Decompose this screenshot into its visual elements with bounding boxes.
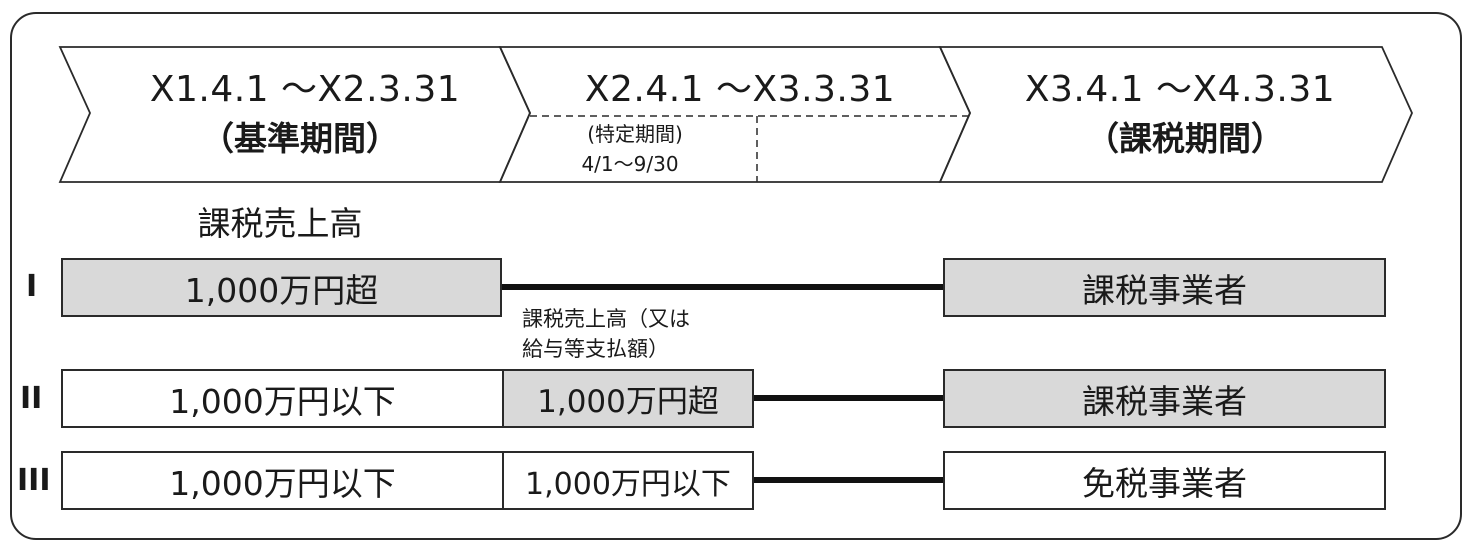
specific-sales-heading: 課税売上高（又は 給与等支払額）	[522, 304, 690, 364]
chevron-specific-year	[498, 46, 971, 183]
row-3-specific-sales: 1,000万円以下	[525, 466, 731, 502]
row-2-result: 課税事業者	[1082, 381, 1247, 421]
base-sales-heading: 課税売上高	[197, 204, 363, 243]
period-3-range: X3.4.1 〜X4.3.31	[1024, 69, 1336, 110]
row-2-specific-sales: 1,000万円超	[537, 384, 719, 420]
diagram-frame	[10, 12, 1462, 540]
row-2-label: II	[20, 381, 43, 416]
specific-sales-heading-line-1: 課税売上高（又は	[522, 307, 690, 331]
specific-sales-heading-line-2: 給与等支払額）	[522, 337, 669, 361]
row-2-result-box: 課税事業者	[943, 369, 1386, 428]
row-1-result-box: 課税事業者	[943, 258, 1386, 317]
period-2-range: X2.4.1 〜X3.3.31	[584, 69, 896, 110]
row-1-base-sales: 1,000万円超	[184, 270, 379, 310]
row-1-base-sales-box: 1,000万円超	[61, 258, 502, 317]
row-3-base-sales-box: 1,000万円以下	[61, 451, 504, 510]
row-3-result-box: 免税事業者	[943, 451, 1386, 510]
row-3-label: III	[17, 463, 51, 498]
specific-period-name: (特定期間)	[587, 122, 683, 146]
row-3-base-sales: 1,000万円以下	[169, 463, 396, 503]
row-1-result: 課税事業者	[1082, 270, 1247, 310]
chevron-taxable-period	[938, 46, 1413, 183]
period-3-name: （課税期間）	[1086, 119, 1284, 158]
period-1-range: X1.4.1 〜X2.3.31	[149, 69, 461, 110]
row-2-base-sales: 1,000万円以下	[169, 381, 396, 421]
row-3-result: 免税事業者	[1082, 463, 1247, 503]
period-1-name: （基準期間）	[201, 119, 399, 158]
specific-period-range: 4/1〜9/30	[581, 152, 679, 176]
chevron-base-period	[58, 46, 531, 183]
row-1-label: I	[26, 269, 38, 304]
row-2-specific-sales-box: 1,000万円超	[502, 369, 754, 428]
row-2-base-sales-box: 1,000万円以下	[61, 369, 504, 428]
row-3-specific-sales-box: 1,000万円以下	[502, 451, 754, 510]
